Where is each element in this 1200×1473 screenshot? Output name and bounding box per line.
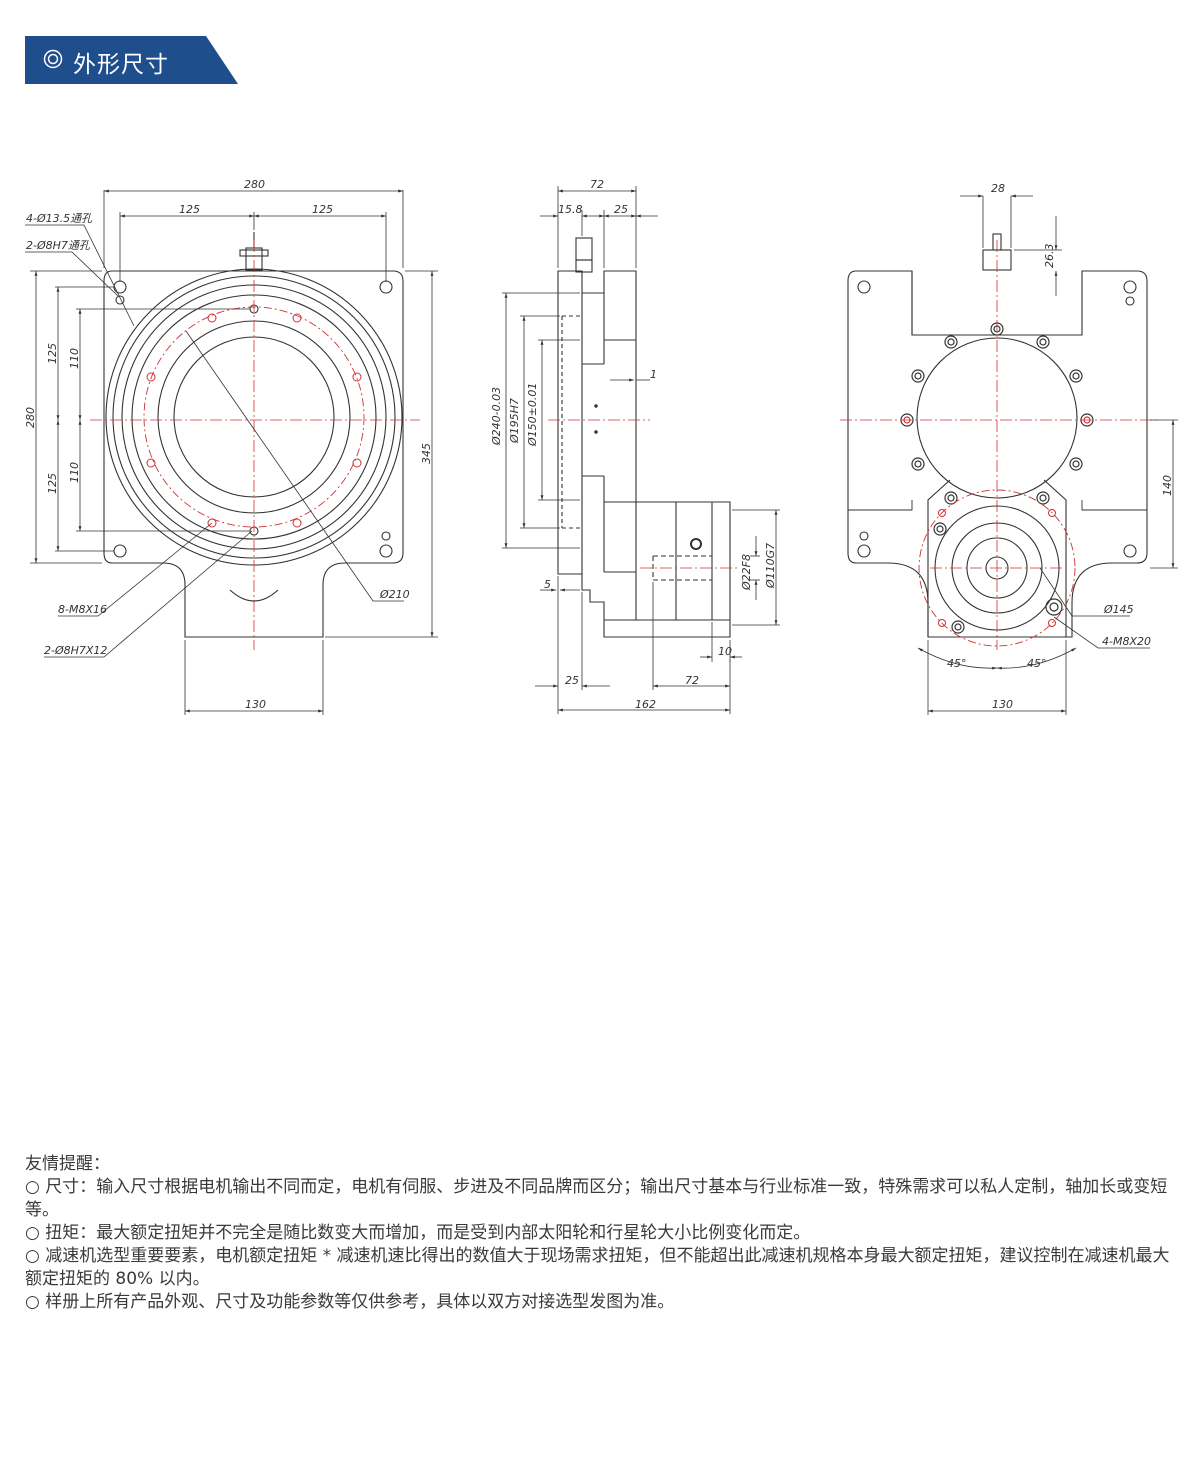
- dim-side-5: 5: [544, 578, 551, 591]
- dim-front-top-left-125: 125: [179, 203, 200, 216]
- dim-side-d240: Ø240-0.03: [490, 387, 503, 446]
- dim-front-left-upper-125: 125: [46, 343, 59, 364]
- dim-side-1: 1: [650, 368, 657, 381]
- dim-side-bottom-72: 72: [685, 674, 699, 687]
- side-view-labels: 72 15.8 25 Ø240-0.03 Ø195H7 Ø150±0.01 1 …: [490, 178, 777, 711]
- dim-back-bottom-130: 130: [992, 698, 1013, 711]
- angle-back-left: 45°: [947, 657, 967, 670]
- callout-back-m8x20: 4-M8X20: [1102, 635, 1151, 648]
- angle-back-right: 45°: [1027, 657, 1047, 670]
- dim-front-top-280: 280: [244, 178, 265, 191]
- front-view: [25, 189, 438, 715]
- dim-side-d22: Ø22F8: [740, 554, 753, 591]
- dimension-drawing: 280 125 125 4-Ø13.5通孔 2-Ø8H7通孔 280 125 1…: [0, 150, 1200, 730]
- dim-side-bottom-25: 25: [565, 674, 579, 687]
- dim-front-left-upper-110: 110: [68, 348, 81, 369]
- back-view-labels: 28 26.3 140 Ø145 4-M8X20 45° 45° 130: [947, 182, 1174, 711]
- dim-front-left-280: 280: [24, 407, 37, 428]
- dim-side-d110: Ø110G7: [764, 543, 777, 589]
- dim-back-right-140: 140: [1161, 475, 1174, 496]
- dim-back-right-26-3: 26.3: [1043, 244, 1056, 269]
- back-view: [840, 194, 1178, 715]
- target-circle-icon: [43, 49, 63, 69]
- callout-front-hole-8h7: 2-Ø8H7通孔: [26, 239, 91, 252]
- dim-side-top-72: 72: [590, 178, 604, 191]
- dim-side-d150: Ø150±0.01: [526, 383, 539, 447]
- callout-front-hole-135: 4-Ø13.5通孔: [26, 212, 93, 225]
- dim-back-top-28: 28: [991, 182, 1005, 195]
- dim-side-top-25: 25: [614, 203, 628, 216]
- dim-front-right-345: 345: [420, 443, 433, 464]
- dim-side-10: 10: [718, 645, 732, 658]
- note-item-size: ○ 尺寸：输入尺寸根据电机输出不同而定，电机有伺服、步进及不同品牌而区分；输出尺…: [25, 1177, 1168, 1220]
- dim-side-d195: Ø195H7: [508, 398, 521, 444]
- section-header: 外形尺寸: [25, 36, 238, 84]
- dim-front-bottom-130: 130: [245, 698, 266, 711]
- callout-front-8h7x12: 2-Ø8H7X12: [44, 644, 107, 657]
- note-item-torque: ○ 扭矩：最大额定扭矩并不完全是随比数变大而增加，而是受到内部太阳轮和行星轮大小…: [25, 1223, 811, 1243]
- front-view-labels: 280 125 125 4-Ø13.5通孔 2-Ø8H7通孔 280 125 1…: [24, 178, 433, 711]
- dim-side-bottom-162: 162: [635, 698, 656, 711]
- callout-front-m8x16: 8-M8X16: [58, 603, 107, 616]
- note-item-reference: ○ 样册上所有产品外观、尺寸及功能参数等仅供参考，具体以双方对接选型发图为准。: [25, 1292, 675, 1312]
- dim-front-left-lower-125: 125: [46, 473, 59, 494]
- dim-front-top-right-125: 125: [312, 203, 333, 216]
- header-banner: [25, 36, 238, 84]
- callout-front-210: Ø210: [379, 588, 410, 601]
- section-title: 外形尺寸: [73, 52, 169, 78]
- notes-heading: 友情提醒：: [25, 1154, 110, 1174]
- side-view: [502, 186, 780, 714]
- dim-front-left-lower-110: 110: [68, 462, 81, 483]
- dim-side-top-15-8: 15.8: [558, 203, 583, 216]
- notes-section: 友情提醒： ○ 尺寸：输入尺寸根据电机输出不同而定，电机有伺服、步进及不同品牌而…: [25, 1153, 1185, 1314]
- note-item-selection: ○ 减速机选型重要要素，电机额定扭矩 * 减速机速比得出的数值大于现场需求扭矩，…: [25, 1246, 1170, 1289]
- callout-back-145: Ø145: [1103, 603, 1134, 616]
